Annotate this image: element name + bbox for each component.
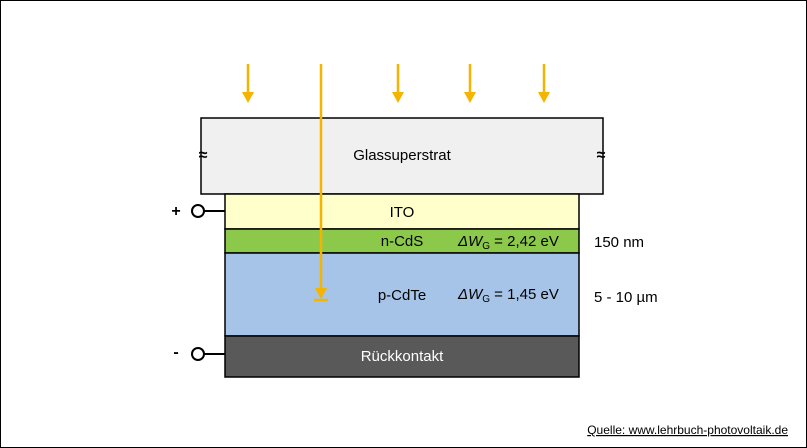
penetrating-ray [314,64,328,302]
pcdte-bandgap-sub: G [482,294,490,305]
break-symbol-left: ≈ [199,147,208,164]
plus-sign: + [171,203,180,220]
break-symbol-right: ≈ [597,147,606,164]
ncds-thickness: 150 nm [594,234,644,251]
ito-label: ITO [390,204,415,221]
minus-terminal: - [173,344,225,361]
plus-terminal: + [171,203,225,220]
back-contact-label: Rückkontakt [361,348,444,365]
light-ray-2-head [392,92,404,103]
glass-layer [200,117,604,195]
light-ray-1-head [242,92,254,103]
light-ray-3-head [464,92,476,103]
pcdte-bandgap: ΔWG = 1,45 eV [457,286,559,305]
pcdte-thickness: 5 - 10 µm [594,289,658,306]
light-rays [242,64,550,103]
glass-label: Glassuperstrat [353,147,451,164]
minus-sign: - [173,344,178,361]
pcdte-label: p-CdTe [378,287,426,304]
penetrating-ray-head [315,288,327,299]
minus-terminal-circle [191,347,205,361]
pcdte-bandgap-prefix: ΔW [457,286,484,303]
light-ray-4-head [538,92,550,103]
ncds-bandgap: ΔWG = 2,42 eV [457,233,559,252]
ncds-label: n-CdS [381,233,424,250]
plus-terminal-circle [191,204,205,218]
ncds-bandgap-prefix: ΔW [457,233,484,250]
ncds-bandgap-value: = 2,42 eV [490,233,559,250]
back-contact-layer [224,335,580,378]
ncds-bandgap-sub: G [482,241,490,252]
source-link[interactable]: Quelle: www.lehrbuch-photovoltaik.de [587,423,788,437]
pcdte-bandgap-value: = 1,45 eV [490,286,559,303]
